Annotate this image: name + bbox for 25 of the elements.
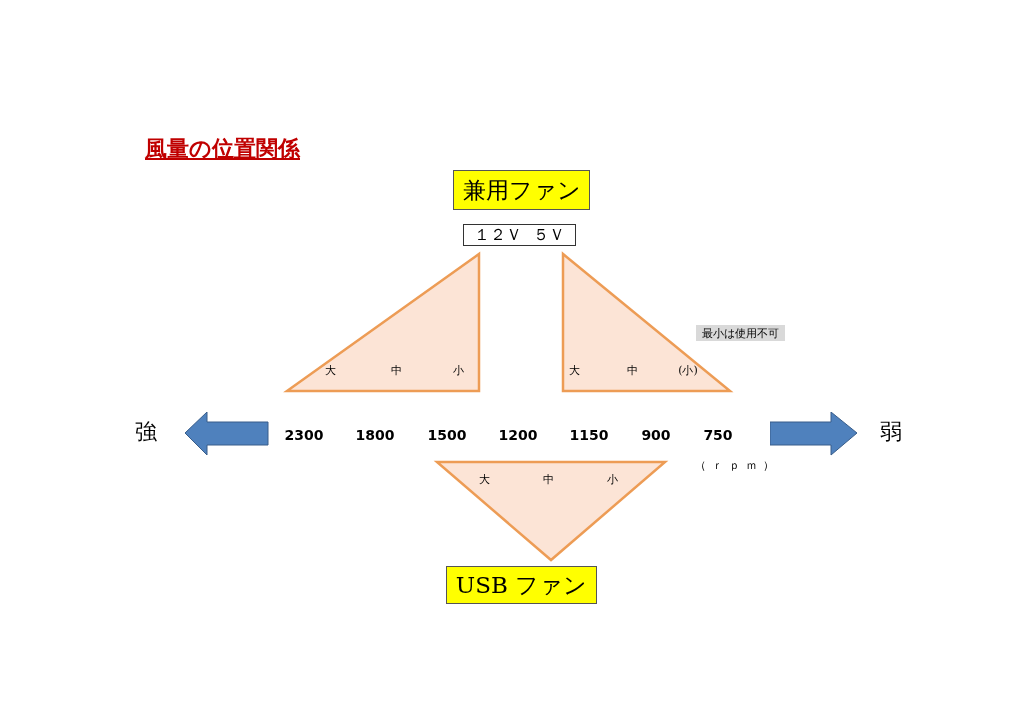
rpm-value: 2300	[284, 427, 324, 443]
rpm-value: 750	[703, 427, 733, 443]
direction-label: 弱	[880, 418, 902, 446]
speed-label: 大	[478, 472, 490, 487]
speed-label: 中	[542, 472, 554, 487]
rpm-value: 900	[641, 427, 671, 443]
fan-type-label: USB ファン	[446, 566, 597, 604]
speed-label: 中	[390, 363, 402, 378]
note-label: 最小は使用不可	[696, 325, 785, 341]
rpm-value: 1800	[355, 427, 395, 443]
speed-label: 小	[606, 472, 618, 487]
rpm-value: 1500	[427, 427, 467, 443]
speed-label: 大	[324, 363, 336, 378]
rpm-value: 1150	[569, 427, 609, 443]
unit-label: （ｒｐｍ）	[694, 457, 780, 473]
voltage-label: ５Ｖ	[533, 224, 566, 246]
speed-label: 大	[568, 363, 580, 378]
fan-type-label: 兼用ファン	[453, 170, 590, 210]
speed-label: (小)	[678, 363, 698, 378]
speed-label: 小	[452, 363, 464, 378]
speed-label: 中	[626, 363, 638, 378]
rpm-value: 1200	[498, 427, 538, 443]
title: 風量の位置関係	[145, 134, 300, 163]
voltage-label: １２Ｖ	[473, 224, 522, 246]
direction-label: 強	[135, 418, 157, 446]
